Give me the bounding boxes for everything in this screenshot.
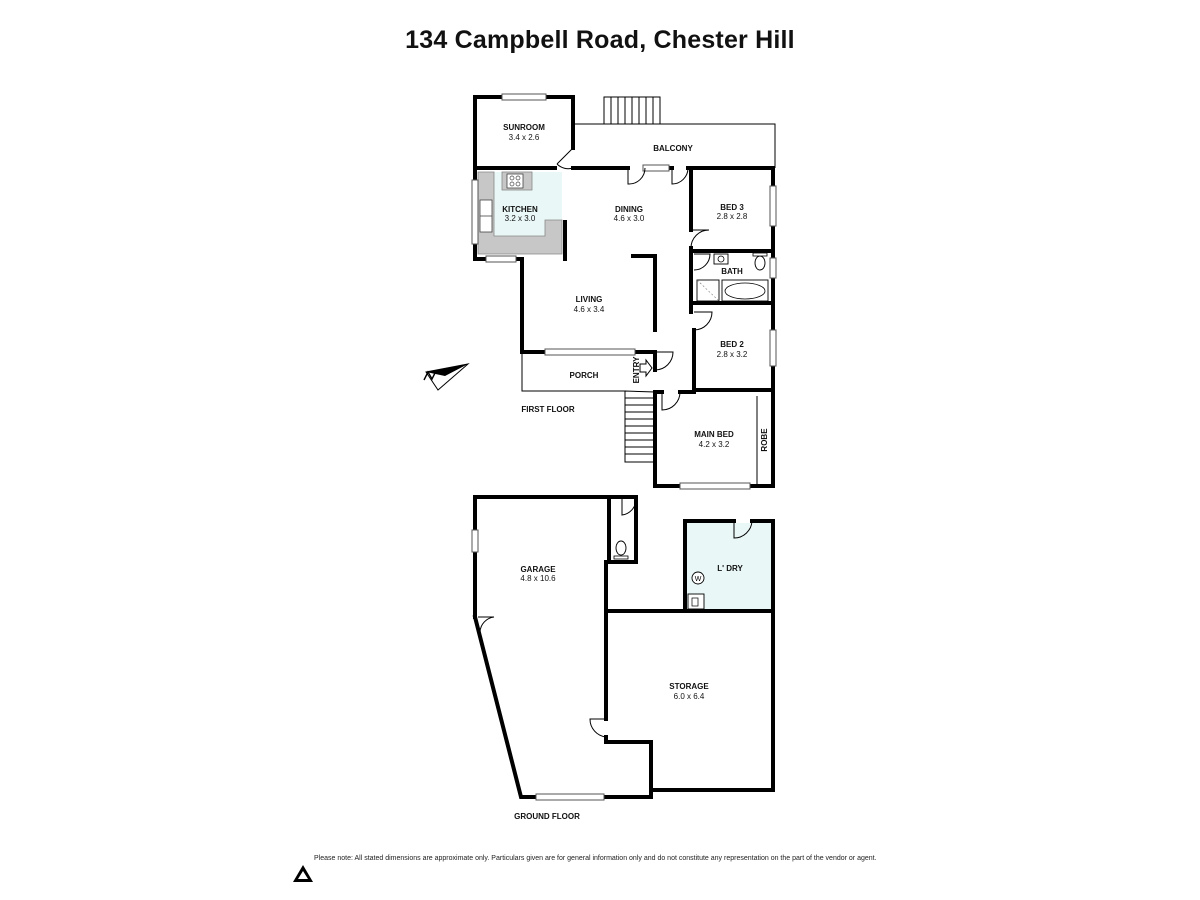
- door: [693, 311, 713, 331]
- entry-stairs: [624, 390, 656, 463]
- wall: [473, 495, 638, 564]
- door: [661, 391, 681, 411]
- window: [769, 329, 777, 367]
- window: [679, 482, 751, 490]
- bed2-dims: 2.8 x 3.2: [717, 350, 748, 359]
- window: [501, 93, 547, 101]
- door: [690, 229, 710, 249]
- wall: [604, 735, 653, 744]
- disclaimer-text: Please note: All stated dimensions are a…: [314, 855, 877, 862]
- wall: [683, 519, 736, 613]
- balcony-rail: [573, 123, 776, 168]
- north-arrow-icon: [423, 363, 470, 391]
- window: [485, 255, 517, 263]
- window: [642, 164, 670, 172]
- kitchen-dims: 3.2 x 3.0: [505, 214, 536, 223]
- laundry-tub-icon: [687, 593, 705, 610]
- robe-label: ROBE: [760, 428, 769, 452]
- wall: [686, 166, 775, 404]
- storage-dims: 6.0 x 6.4: [674, 692, 705, 701]
- bathtub-icon: [721, 279, 769, 302]
- first-floor-label: FIRST FLOOR: [521, 405, 575, 414]
- wall: [631, 254, 657, 332]
- kitchen-label: KITCHEN: [502, 205, 538, 214]
- wall: [692, 328, 775, 392]
- entry-label: ENTRY: [632, 356, 641, 383]
- cooktop-icon: [506, 173, 524, 189]
- window: [535, 793, 605, 801]
- toilet-icon: [754, 255, 766, 271]
- door: [621, 497, 637, 516]
- door: [589, 718, 607, 738]
- porch-outline: [521, 352, 625, 392]
- garage-dims: 4.8 x 10.6: [520, 574, 556, 583]
- dining-label: DINING: [615, 205, 643, 214]
- living-label: LIVING: [576, 295, 603, 304]
- shower-icon: [696, 279, 720, 302]
- bath-label: BATH: [721, 267, 743, 276]
- toilet-icon: [615, 540, 627, 556]
- window: [769, 185, 777, 227]
- window: [544, 348, 636, 356]
- bed3-dims: 2.8 x 2.8: [717, 212, 748, 221]
- ldry-label: L' DRY: [717, 564, 743, 573]
- window: [471, 179, 479, 245]
- washer-icon: [691, 571, 705, 585]
- ground-floor-label: GROUND FLOOR: [514, 812, 580, 821]
- mainbed-label: MAIN BED: [694, 430, 734, 439]
- storage-label: STORAGE: [669, 682, 709, 691]
- basin-icon: [713, 253, 729, 265]
- bed3-label: BED 3: [720, 203, 744, 212]
- balcony-label: BALCONY: [653, 144, 693, 153]
- garage-label: GARAGE: [520, 565, 556, 574]
- entry-arrow-icon: [639, 358, 653, 378]
- door: [654, 351, 674, 371]
- door: [671, 167, 689, 185]
- door: [693, 253, 711, 271]
- mainbed-dims: 4.2 x 3.2: [699, 440, 730, 449]
- living-dims: 4.6 x 3.4: [574, 305, 605, 314]
- sunroom-dims: 3.4 x 2.6: [509, 133, 540, 142]
- page-title: 134 Campbell Road, Chester Hill: [405, 26, 795, 54]
- balcony-stairs: [603, 96, 661, 125]
- sunroom-label: SUNROOM: [503, 123, 545, 132]
- window: [769, 257, 777, 279]
- wall: [649, 519, 775, 792]
- bed2-label: BED 2: [720, 340, 744, 349]
- dining-dims: 4.6 x 3.0: [614, 214, 645, 223]
- door: [478, 616, 495, 633]
- first-floor: SUNROOM 3.4 x 2.6 BALCONY KITCHEN 3.2 x …: [471, 93, 777, 490]
- window: [471, 529, 479, 553]
- porch-label: PORCH: [570, 371, 599, 380]
- recycle-triangle-logo-icon: [293, 865, 313, 882]
- door: [733, 520, 753, 539]
- door: [556, 147, 574, 170]
- kitchen-bench: [477, 171, 563, 255]
- door: [627, 167, 646, 185]
- wall: [472, 614, 653, 799]
- washer-label: W: [695, 576, 702, 583]
- ground-floor: W GARAGE 4.8 x 10.6 L' DRY STORAGE 6.0 x…: [471, 495, 775, 821]
